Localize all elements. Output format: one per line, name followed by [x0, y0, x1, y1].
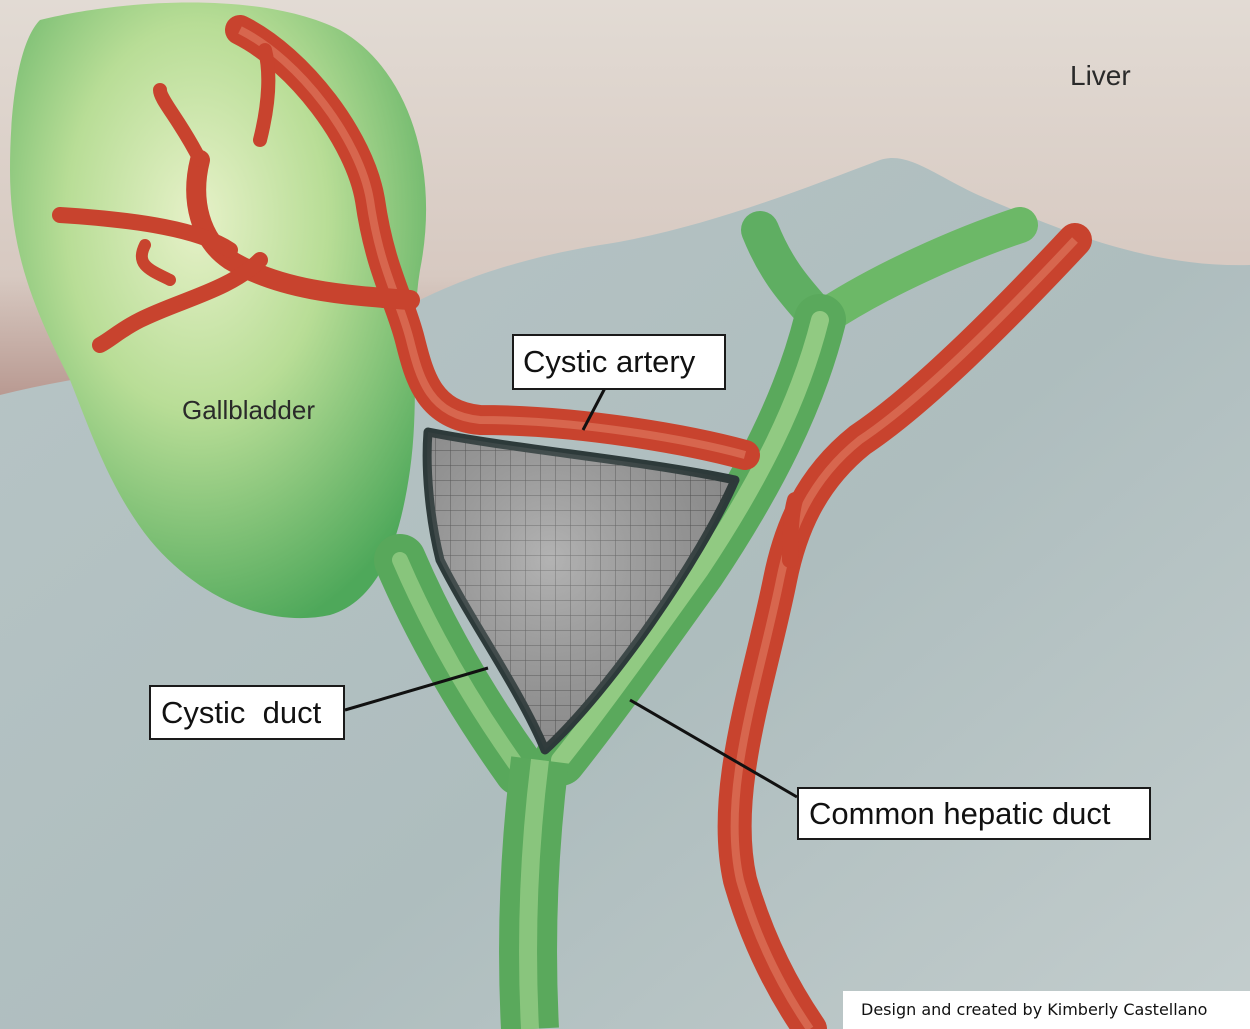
gallbladder-label: Gallbladder	[182, 395, 315, 426]
common-hepatic-duct-label: Common hepatic duct	[797, 787, 1151, 840]
credit-text: Design and created by Kimberly Castellan…	[843, 991, 1250, 1029]
cystic-artery-branch	[260, 50, 268, 140]
hepatic-artery-branch	[790, 500, 795, 560]
liver-label: Liver	[1070, 60, 1131, 92]
cystic-artery-label: Cystic artery	[512, 334, 726, 390]
cystic-duct-label: Cystic duct	[149, 685, 345, 740]
